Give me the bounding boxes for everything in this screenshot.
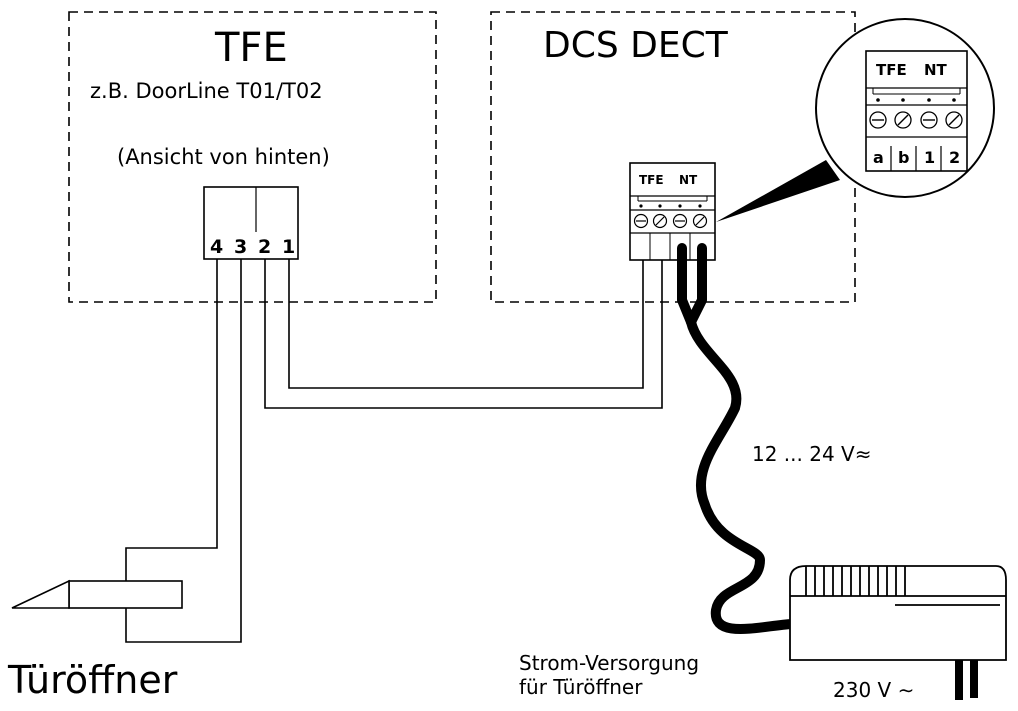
door-opener-shape (11, 579, 183, 609)
tfe-pin-4: 4 (210, 236, 224, 258)
tfe-to-dcs-wires (264, 259, 663, 409)
zoom-contact-b: b (898, 148, 910, 167)
dcs-title: DCS DECT (543, 25, 728, 66)
tfe-view-note: (Ansicht von hinten) (117, 145, 330, 169)
zoom-contact-2: 2 (949, 148, 961, 167)
tfe-pin-3: 3 (234, 236, 248, 258)
zoom-pointer (716, 160, 840, 222)
zoom-contact-1: 1 (924, 148, 936, 167)
zoom-contact-a: a (873, 148, 884, 167)
door-opener-label: Türöffner (8, 658, 178, 702)
voltage-label: 12 ... 24 V≈ (752, 442, 872, 466)
tfe-title: TFE (215, 25, 288, 71)
tfe-pin-1: 1 (282, 236, 296, 258)
power-supply-label-1: Strom-Versorgung (519, 651, 700, 675)
tfe-to-opener-wires (125, 259, 242, 643)
dcs-enclosure (490, 11, 856, 303)
power-supply-unit (789, 565, 1007, 661)
tfe-enclosure (68, 11, 437, 303)
zoom-label-tfe: TFE (876, 61, 907, 79)
power-plug-pins (955, 660, 978, 700)
zoom-terminal-block (865, 50, 968, 172)
dcs-terminal-label-tfe: TFE (639, 173, 664, 187)
power-cable-split (686, 243, 707, 327)
power-supply-label-2: für Türöffner (519, 675, 643, 699)
tfe-model: z.B. DoorLine T01/T02 (90, 79, 323, 103)
tfe-pin-2: 2 (258, 236, 272, 258)
tfe-connector (203, 186, 299, 260)
mains-voltage-label: 230 V ∼ (833, 678, 915, 702)
power-cable (677, 243, 797, 634)
zoom-label-nt: NT (924, 61, 947, 79)
dcs-terminal-label-nt: NT (679, 173, 698, 187)
